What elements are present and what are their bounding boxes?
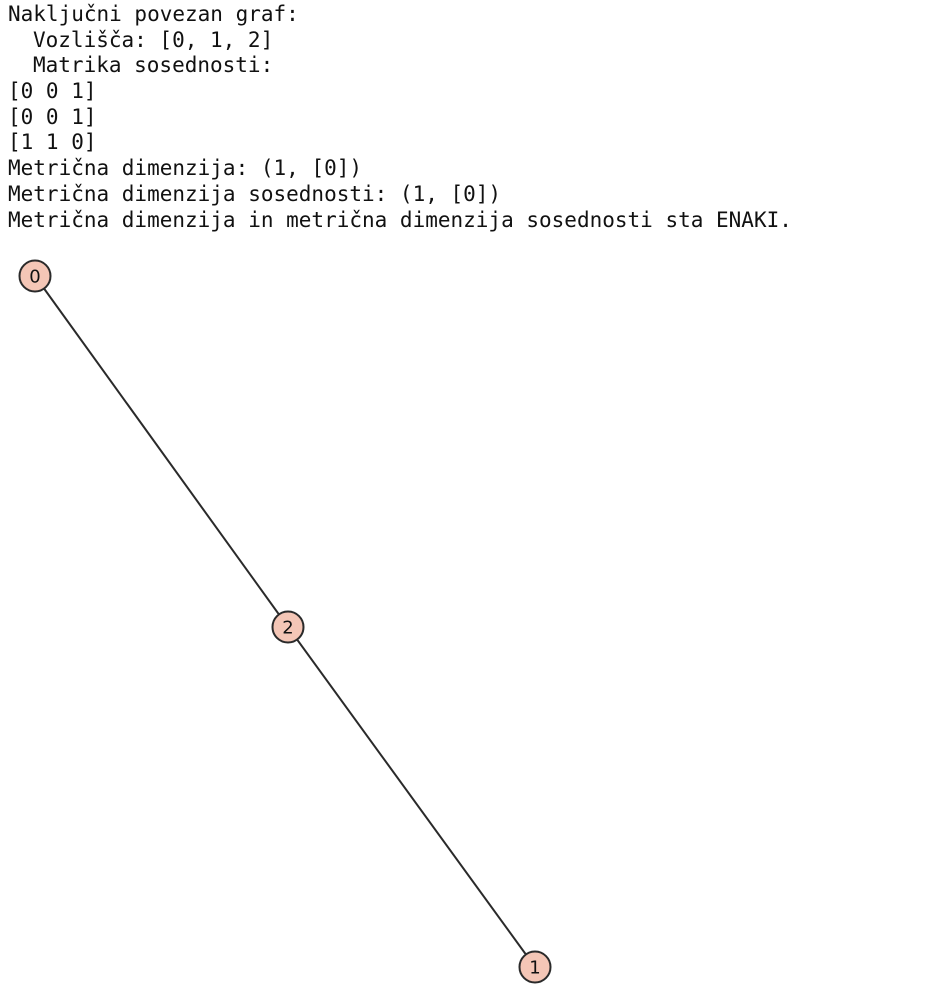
node-1: 1 [518, 950, 552, 984]
node-0: 0 [18, 259, 52, 293]
node-circle-1 [518, 950, 552, 984]
console-output: Naključni povezan graf:Vozlišča: [0, 1, … [8, 2, 792, 233]
node-label-2: 2 [282, 618, 293, 639]
node-2: 2 [271, 610, 305, 644]
metric-dimension-line: Metrična dimenzija: (1, [0]) [8, 156, 363, 181]
matrix-row-0: [0 0 1] [8, 79, 97, 104]
edge-2-1 [287, 626, 536, 968]
node-label-1: 1 [529, 958, 540, 979]
graph-title: Naključni povezan graf: [8, 2, 299, 26]
adjacency-metric-dimension-line: Metrična dimenzija sosednosti: (1, [0]) [8, 181, 502, 206]
matrix-label: Matrika sosednosti: [33, 53, 274, 78]
matrix-row-2: [1 1 0] [8, 130, 97, 155]
matrix-row-1: [0 0 1] [8, 104, 97, 129]
node-label-0: 0 [29, 267, 40, 288]
graph-nodes: 0 1 2 [18, 259, 552, 984]
vertices-line: Vozlišča: [0, 1, 2] [33, 27, 274, 52]
conclusion-line: Metrična dimenzija in metrična dimenzija… [8, 207, 792, 232]
node-circle-2 [271, 610, 305, 644]
edge-0-2 [34, 275, 289, 628]
node-circle-0 [18, 259, 52, 293]
graph-edges [34, 275, 536, 968]
